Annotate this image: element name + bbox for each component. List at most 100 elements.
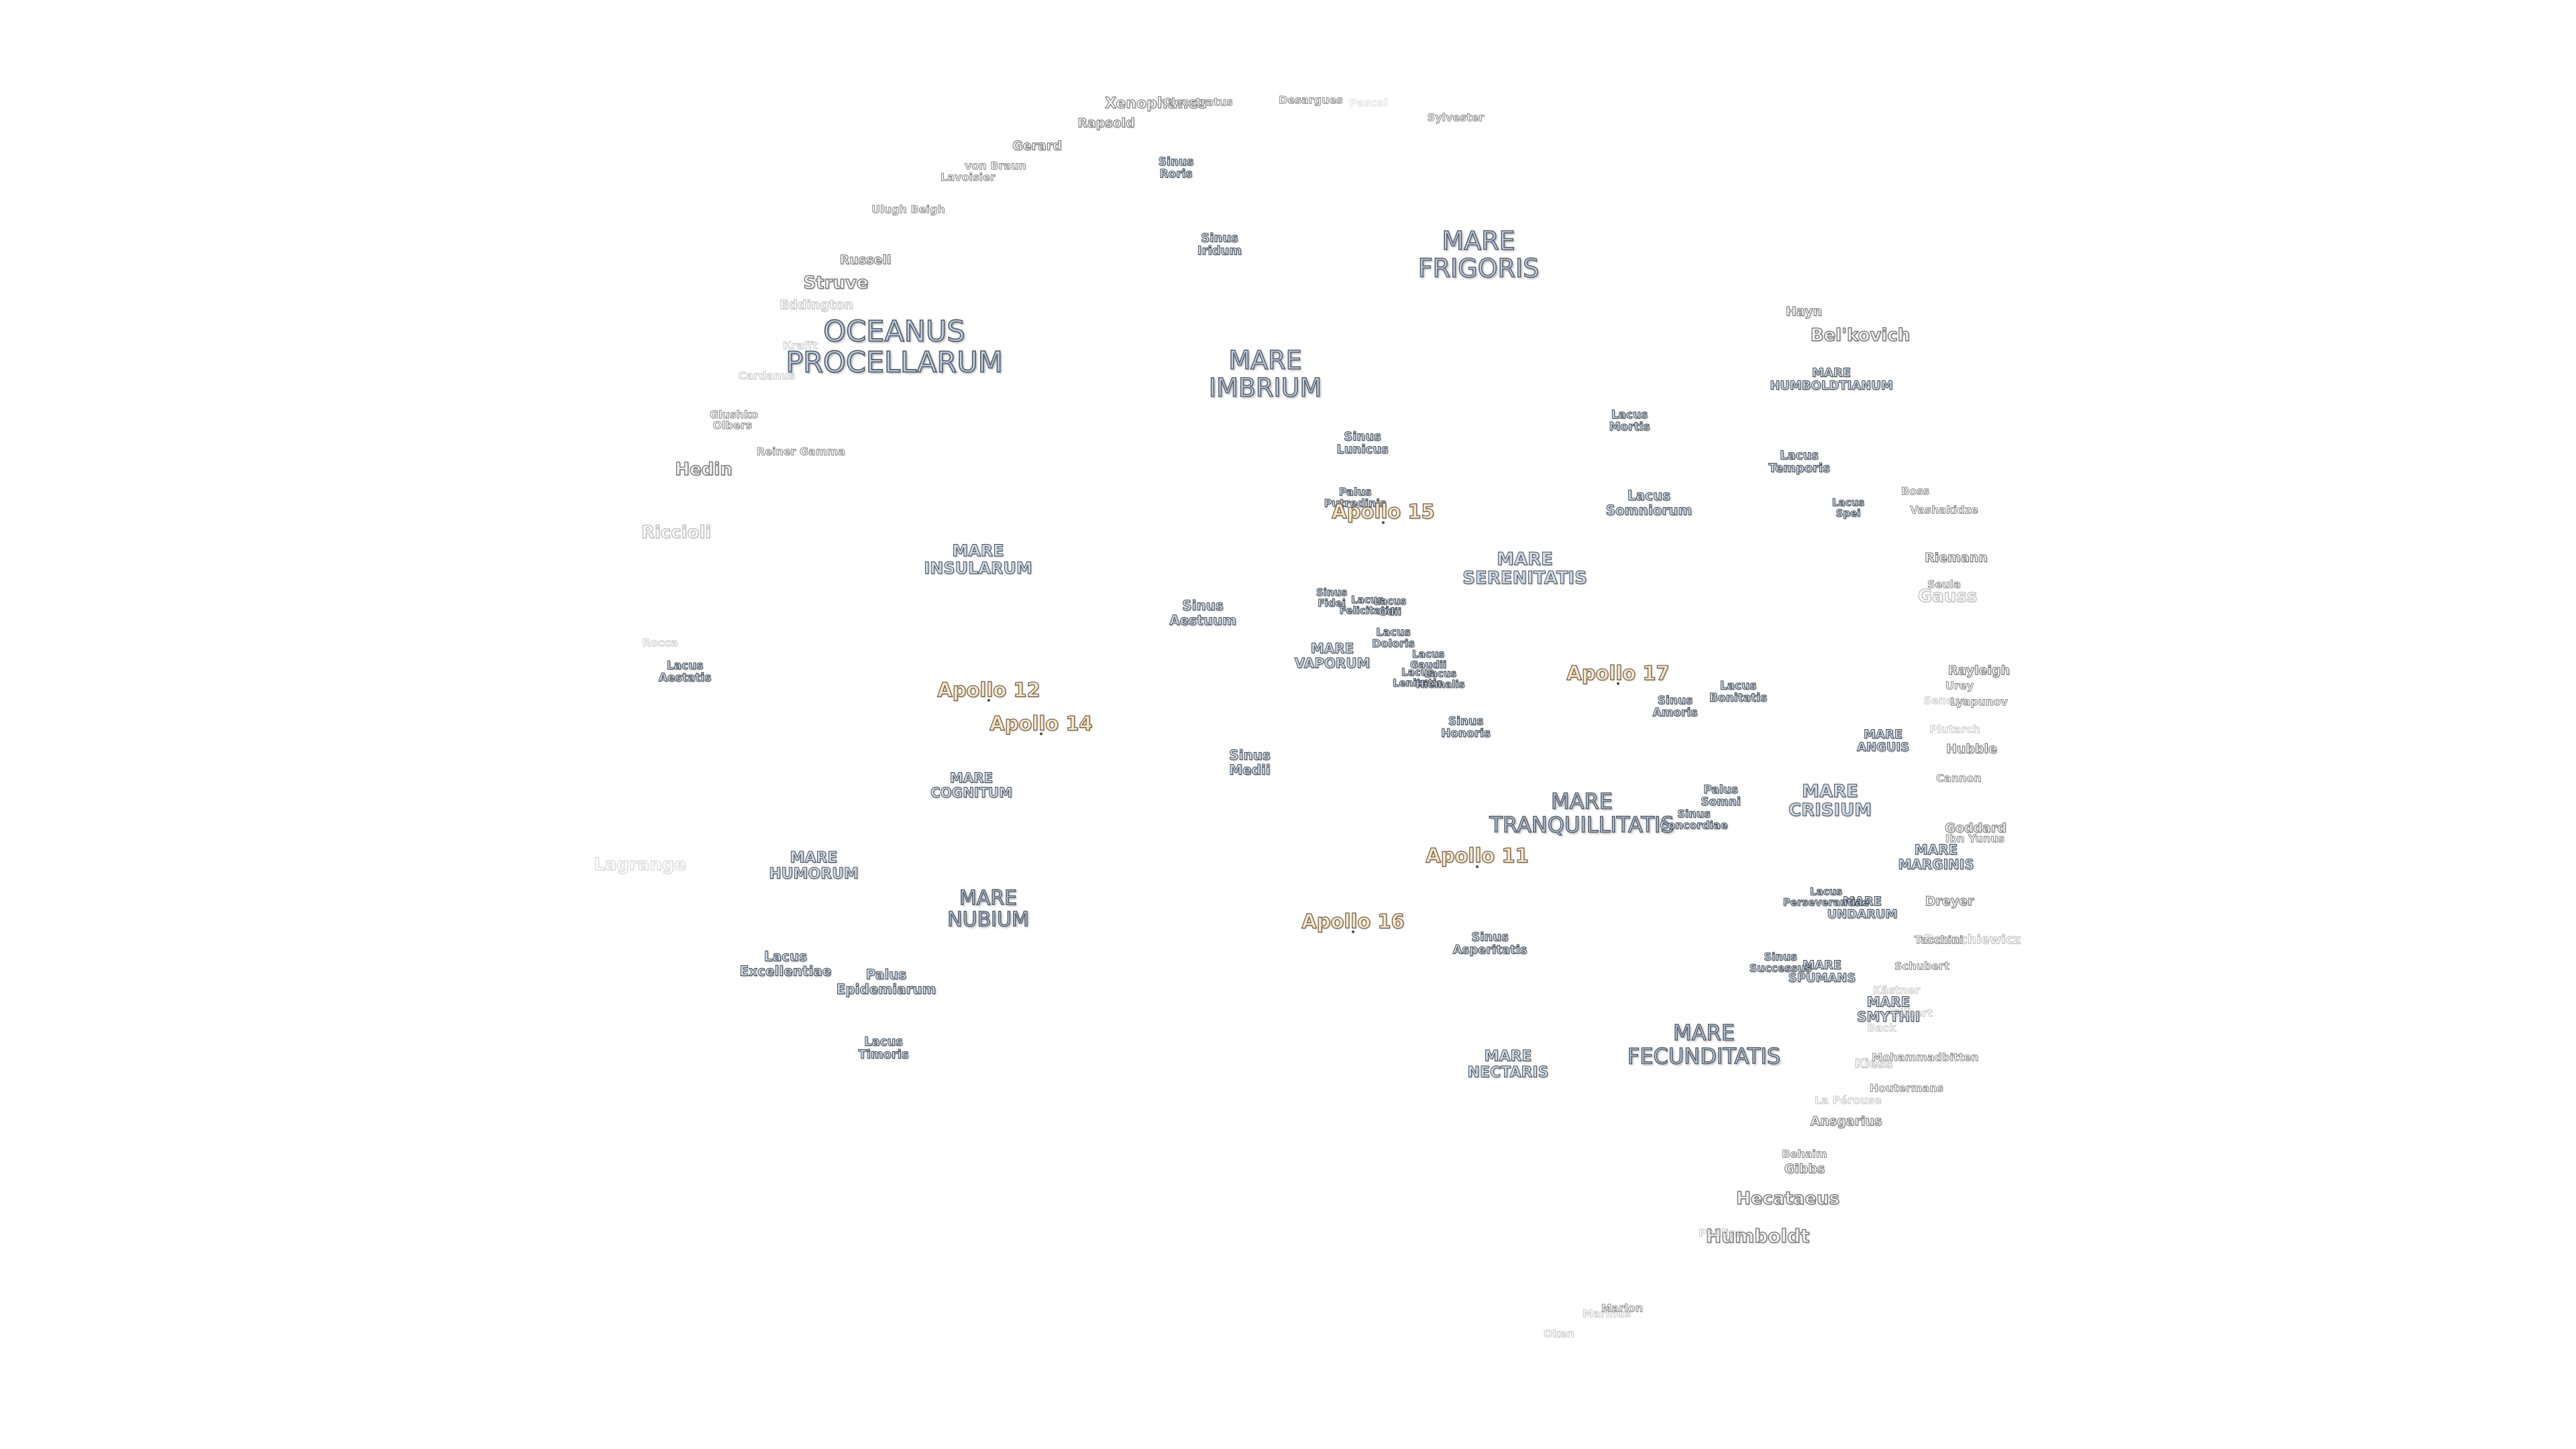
mare-anguis-label: MARE ANGUIS <box>1856 727 1910 755</box>
lacus-bonitatis-label: Lacus Bonitatis <box>1709 679 1768 705</box>
crater-hecataeus-label: Hecataeus <box>1735 1188 1839 1209</box>
crater-rocca-label: Rocca <box>642 636 678 649</box>
crater-hedin-label: Hedin <box>675 459 733 480</box>
crater-oken-label: Oken <box>1543 1327 1575 1340</box>
sinus-aestuum-label: Sinus Aestuum <box>1169 597 1237 628</box>
crater-pascal-label: Pascal <box>1349 96 1388 109</box>
crater-humboldt-label: Humboldt <box>1705 1224 1810 1247</box>
apollo-15-site-marker <box>1382 521 1385 524</box>
crater-rayleigh-label: Rayleigh <box>1947 663 2010 678</box>
apollo-17-label[interactable]: Apollo 17 <box>1566 661 1670 685</box>
crater-marinus-label: Marinus <box>1582 1307 1631 1320</box>
crater-gibbs-label: Gibbs <box>1784 1161 1825 1177</box>
sinus-iridum-label: Sinus Iridum <box>1197 231 1242 258</box>
crater-banachiewicz-label: Banachiewicz <box>1923 932 2021 947</box>
crater-desargues-label: Desargues <box>1279 93 1343 107</box>
crater-russell-label: Russell <box>839 252 892 268</box>
crater-goddard-label: Goddard <box>1945 820 2007 836</box>
lacus-lenitatis-label: Lacus Lenitatis <box>1392 665 1443 689</box>
lacus-doloris-label: Lacus Doloris <box>1372 625 1415 650</box>
lacus-hiemalis-label: Lacus Hiemalis <box>1415 667 1465 690</box>
mare-undarum-label: MARE UNDARUM <box>1827 894 1898 922</box>
mare-vaporum-label: MARE VAPORUM <box>1294 640 1371 671</box>
crater-ulugh-beigh-label: Ulugh Beigh <box>871 203 945 216</box>
crater-back-label: Back <box>1867 1021 1896 1034</box>
crater-dreyer-label: Dreyer <box>1925 894 1974 909</box>
lacus-somniorum-label: Lacus Somniorum <box>1605 487 1693 518</box>
mare-spumans-label: MARE SPUMANS <box>1788 958 1856 985</box>
lacus-timoris-label: Lacus Timoris <box>858 1034 909 1062</box>
sinus-amoris-label: Sinus Amoris <box>1652 694 1698 720</box>
lacus-spei-label: Lacus Spei <box>1831 496 1865 519</box>
apollo-12-site-marker <box>987 699 990 702</box>
crater-mohammadbitten-label: Mohammadbitten <box>1872 1051 1979 1064</box>
crater-cardanus-label: Cardanus <box>738 369 796 382</box>
crater-struve-label: Struve <box>803 272 869 293</box>
crater-schubert-label: Schubert <box>1894 959 1949 973</box>
crater-urey-label: Urey <box>1945 679 1974 692</box>
crater-olbers-label: Olbers <box>712 419 753 432</box>
palus-epidemiarum-label: Palus Epidemiarum <box>836 966 936 997</box>
lacus-excellentiae-label: Lacus Excellentiae <box>739 948 832 979</box>
crater-gauss-label: Gauss <box>1917 586 1978 606</box>
crater-kastner-label: Kästner <box>1872 983 1921 997</box>
crater-ibn-yunus-label: Ibn Yunus <box>1945 832 2005 845</box>
crater-boss-label: Boss <box>1900 484 1930 498</box>
crater-lyapunov-label: Lyapunov <box>1950 695 2008 708</box>
crater-eddington-label: Eddington <box>780 297 853 313</box>
crater-houtermans-label: Houtermans <box>1869 1081 1944 1095</box>
crater-krafft-label: Krafft <box>783 339 818 352</box>
apollo-12-label[interactable]: Apollo 12 <box>937 678 1041 702</box>
crater-vashakidze-label: Vashakidze <box>1910 503 1979 517</box>
crater-hubble-label: Hubble <box>1945 741 1998 757</box>
mare-humboldtianum-label: MARE HUMBOLDTIANUM <box>1770 366 1893 393</box>
lacus-mortis-label: Lacus Mortis <box>1609 408 1650 434</box>
mare-marginis-label: MARE MARGINIS <box>1898 841 1974 872</box>
crater-riccioli-label: Riccioli <box>641 522 712 543</box>
crater-cleostratus-label: Cleostratus <box>1163 95 1233 109</box>
palus-somni-label: Palus Somni <box>1701 783 1741 809</box>
apollo-17-site-marker <box>1617 682 1619 685</box>
apollo-14-label[interactable]: Apollo 14 <box>989 712 1093 735</box>
crater-phillips-label: Phillips <box>1698 1226 1743 1240</box>
crater-reiner-gamma-label: Reiner Gamma <box>756 445 846 458</box>
mare-frigoris-label: MARE FRIGORIS <box>1417 225 1540 283</box>
crater-gerard-label: Gerard <box>1012 138 1063 154</box>
crater-tacchini-label: Tacchini <box>1914 933 1964 947</box>
mare-humorum-label: MARE HUMORUM <box>769 849 859 882</box>
lacus-odii-label: Lacus Odii <box>1373 594 1407 618</box>
crater-seula-label: Seula <box>1927 578 1962 591</box>
sinus-asperitatis-label: Sinus Asperitatis <box>1452 930 1527 957</box>
mare-nectaris-label: MARE NECTARIS <box>1467 1048 1549 1081</box>
crater-von-braun-label: von Braun <box>964 159 1027 172</box>
crater-lavoisier-label: Lavoisier <box>941 170 996 184</box>
sinus-fidei-label: Sinus Fidei <box>1316 586 1348 609</box>
crater-behaim-label: Behaim <box>1782 1147 1827 1161</box>
lacus-aestatis-label: Lacus Aestatis <box>658 659 712 685</box>
apollo-15-label[interactable]: Apollo 15 <box>1332 500 1436 523</box>
lacus-felicitatis-label: Lacus Felicitatis <box>1339 593 1395 616</box>
apollo-16-label[interactable]: Apollo 16 <box>1301 910 1405 933</box>
crater-cannon-label: Cannon <box>1936 771 1982 785</box>
mare-cognitum-label: MARE COGNITUM <box>930 769 1013 800</box>
apollo-11-label[interactable]: Apollo 11 <box>1426 844 1529 867</box>
lacus-perseverantiae-label: Lacus Perseverantiae <box>1782 885 1870 908</box>
crater-ansgarius-label: Ansgarius <box>1810 1114 1882 1129</box>
oceanus-procellarum-label: OCEANUS PROCELLARUM <box>785 315 1003 380</box>
mare-nubium-label: MARE NUBIUM <box>947 886 1029 932</box>
crater-seneca-label: Seneca <box>1923 694 1968 707</box>
mare-insularum-label: MARE INSULARUM <box>924 541 1032 578</box>
crater-rapsold-label: Rapsold <box>1077 115 1135 131</box>
crater-hayn-label: Hayn <box>1785 304 1823 319</box>
apollo-16-site-marker <box>1352 930 1354 933</box>
sinus-roris-label: Sinus Roris <box>1158 155 1194 181</box>
mare-smythii-label: MARE SMYTHII <box>1856 994 1921 1024</box>
apollo-11-site-marker <box>1476 865 1479 868</box>
sinus-concordiae-label: Sinus Concordiae <box>1660 807 1728 832</box>
mare-tranquillitatis-label: MARE TRANQUILLITATIS <box>1489 788 1675 837</box>
crater-belkovich-label: Bel'kovich <box>1810 325 1911 345</box>
sinus-medii-label: Sinus Medii <box>1229 747 1271 777</box>
crater-marlon-label: Marlon <box>1601 1301 1644 1315</box>
crater-sylvester-label: Sylvester <box>1427 111 1485 124</box>
